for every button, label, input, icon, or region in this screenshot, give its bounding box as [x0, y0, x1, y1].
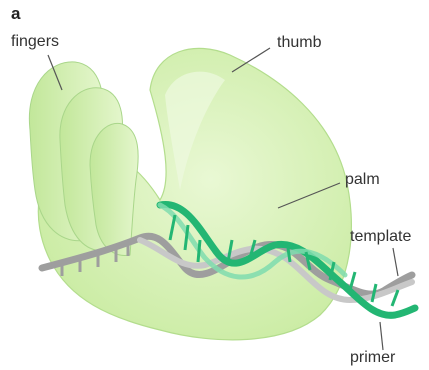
thumb-label: thumb — [277, 35, 321, 51]
panel-letter: a — [11, 5, 20, 22]
primer-label: primer — [350, 350, 395, 366]
primer-leader — [380, 322, 383, 350]
template-label: template — [350, 229, 411, 245]
template-leader — [393, 248, 398, 276]
fingers-label: fingers — [11, 34, 59, 50]
palm-label: palm — [345, 172, 380, 188]
